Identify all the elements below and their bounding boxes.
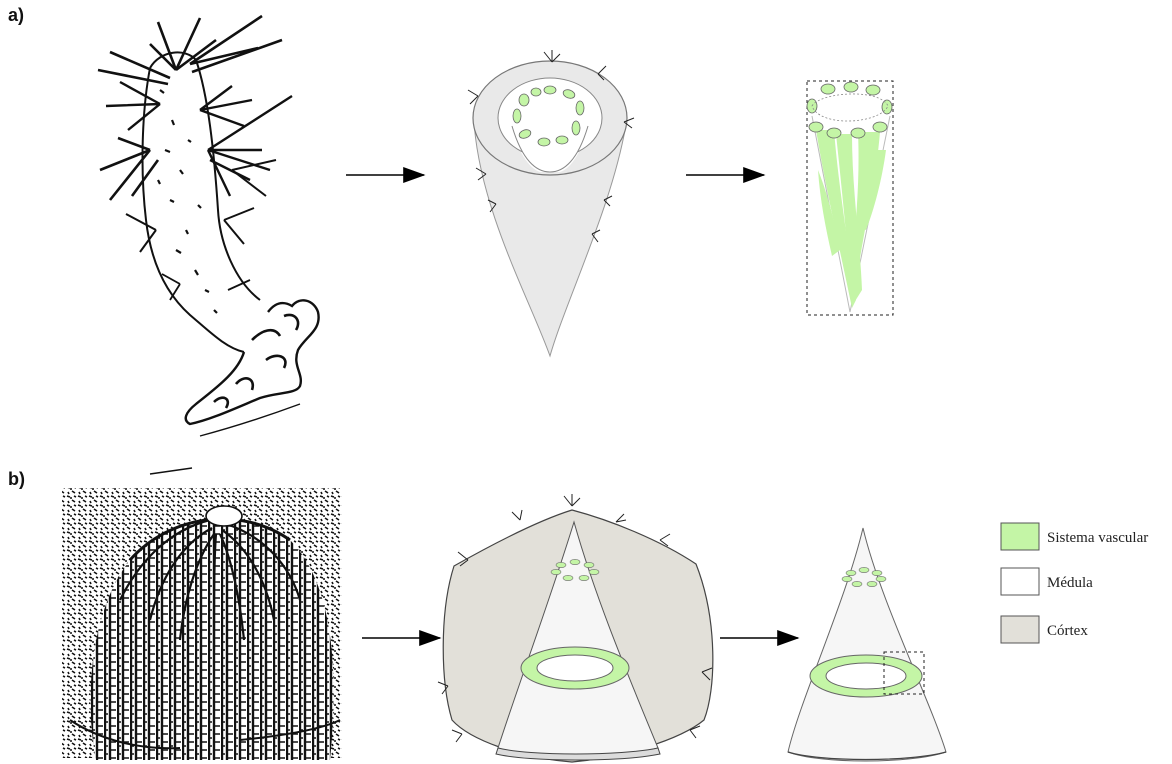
barrel-cactus-illustration: [62, 468, 342, 760]
legend-item-medulla: Médula: [1001, 568, 1093, 595]
barrel-section-b: [443, 510, 713, 762]
vascular-bundle-a: [807, 81, 893, 315]
legend-item-cortex: Córtex: [1001, 616, 1088, 643]
legend-label-cortex: Córtex: [1047, 623, 1088, 639]
legend-item-vascular: Sistema vascular: [1001, 523, 1148, 550]
cone-section-a: [473, 61, 627, 356]
cylindrical-cactus-illustration: [98, 16, 319, 436]
legend: Sistema vascular Médula Córtex: [1001, 523, 1148, 643]
legend-label-vascular: Sistema vascular: [1047, 530, 1148, 546]
cone-section-b: [788, 528, 946, 761]
legend-swatch-medulla: [1001, 568, 1039, 595]
legend-swatch-vascular: [1001, 523, 1039, 550]
legend-swatch-cortex: [1001, 616, 1039, 643]
legend-label-medulla: Médula: [1047, 575, 1093, 591]
